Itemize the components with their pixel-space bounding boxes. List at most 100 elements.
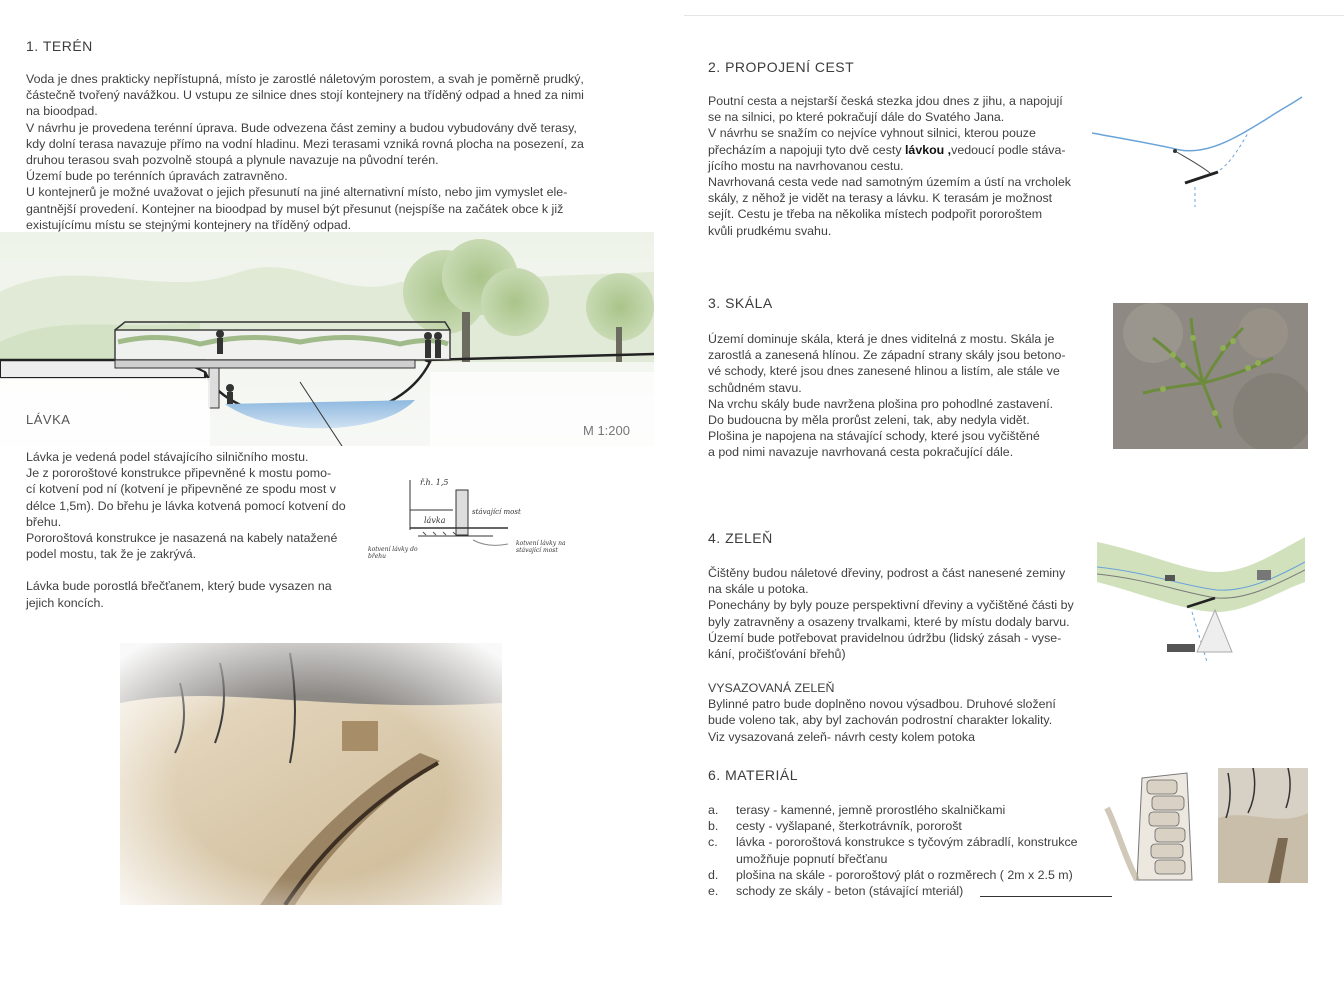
zelen-line: kání, pročišťování břehů) — [708, 647, 846, 662]
section-heading-skala: 3. SKÁLA — [708, 295, 773, 311]
propojeni-line: jícího mostu na navrhovanou cestu. — [708, 158, 904, 173]
material-letter: a. — [708, 803, 719, 817]
lavka-detail-sketch: ř.h. 1,5 lávka stávající most kotvení lá… — [368, 470, 588, 580]
skala-line: Plošina je napojena na stávající schody,… — [708, 429, 1040, 444]
material-item: a. terasy - kamenné, jemně prorostlého sk… — [708, 802, 1100, 818]
skala-line: vé schody, které jsou dnes zanesené hlin… — [708, 364, 1060, 379]
material-item: d. plošina na skále - pororoštový plát o … — [708, 867, 1100, 883]
skala-line: schůdném stavu. — [708, 380, 802, 395]
material-text: cesty - vyšlapané, šterkotrávník, pororo… — [736, 819, 962, 834]
skala-paragraph: Území dominuje skála, která je dnes vidi… — [708, 331, 1100, 461]
vysazovana-paragraph: VYSAZOVANÁ ZELEŇ Bylinné patro bude dopl… — [708, 680, 1100, 745]
zelen-line: byly zatravněny a osazeny trvalkami, kte… — [708, 614, 1070, 629]
lavka-line: cí kotvení pod ní (kotvení je připevněné… — [26, 482, 336, 497]
vysazovana-line: Bylinné patro bude doplněno novou výsadb… — [708, 697, 1056, 712]
lavka-line: Je z pororoštové konstrukce připevněné k… — [26, 466, 332, 481]
section-label-lavka: LÁVKA — [26, 412, 71, 427]
propojeni-line: přecházím a napojuji tyto dvě cesty lávk… — [708, 142, 1090, 158]
teren-paragraph: Voda je dnes prakticky nepřístupná, míst… — [26, 71, 616, 233]
zelen-paragraph: Čištěny budou náletové dřeviny, podrost … — [708, 565, 1100, 662]
propojeni-line-pre: přecházím a napojuji tyto dvě cesty — [708, 142, 905, 157]
section-heading-propojeni: 2. PROPOJENÍ CEST — [708, 59, 855, 75]
vysazovana-heading: VYSAZOVANÁ ZELEŇ — [708, 681, 835, 695]
material-text: plošina na skále - pororoštový plát o ro… — [736, 867, 1073, 882]
propojeni-line: V návrhu se snažím co nejvíce vyhnout si… — [708, 126, 1036, 141]
terrace-wall-svg — [1097, 768, 1212, 883]
sketch-note: stávající most — [472, 508, 521, 516]
lavka-line: břehu. — [26, 514, 62, 529]
zelen-line: Čištěny budou náletové dřeviny, podrost … — [708, 566, 1066, 580]
material-text: lávka - pororoštová konstrukce s tyčovým… — [736, 835, 1078, 866]
section-heading-material: 6. MATERIÁL — [708, 767, 799, 783]
zelen-line: Ponechány by byly pouze perspektivní dře… — [708, 598, 1074, 613]
teren-line: částečně tvořený navážkou. U vstupu ze s… — [26, 88, 584, 103]
rock-fern-svg — [1113, 303, 1308, 449]
skala-line: zarostlá a zanesená hlínou. Ze západní s… — [708, 348, 1066, 363]
skala-line: Území dominuje skála, která je dnes vidi… — [708, 332, 1055, 346]
propojeni-line: Navrhovaná cesta vede nad samotným území… — [708, 175, 1071, 190]
sketch-note: kotvení lávky na stávající most — [516, 540, 566, 554]
teren-line: druhou terasou svah pozvolně stoupá a pl… — [26, 153, 439, 168]
lavka-paragraph: Lávka je vedená podel stávajícího silnič… — [26, 449, 386, 611]
bridge-section-svg — [0, 232, 655, 528]
teren-line: V návrhu je provedena terénní úprava. Bu… — [26, 120, 577, 135]
skala-line: Do budoucna by měla prorůst zeleni, tak,… — [708, 413, 1030, 428]
material-item: e. schody ze skály - beton (stávající mte… — [708, 883, 1100, 899]
sketch-note: ř.h. 1,5 — [420, 478, 449, 487]
model-photo-svg — [120, 643, 502, 905]
lavka-line: podel mostu, tak že je zakrývá. — [26, 547, 197, 562]
propojeni-paragraph: Poutní cesta a nejstarší česká stezka jd… — [708, 93, 1090, 239]
propojeni-line: se na silnici, po které pokračují dále d… — [708, 110, 1005, 125]
propojeni-line-bold: lávkou , — [904, 142, 952, 157]
lavka-line: délce 1,5m). Do břehu je lávka kotvená p… — [26, 498, 346, 513]
material-text: terasy - kamenné, jemně prorostlého skal… — [736, 803, 1006, 817]
lavka-line — [26, 562, 386, 578]
greenery-plan — [1096, 532, 1306, 667]
sketch-note: kotvení lávky do břehu — [368, 546, 418, 560]
material-item: c. lávka - pororoštová konstrukce s tyčov… — [708, 834, 1100, 866]
material-list: a. terasy - kamenné, jemně prorostlého sk… — [708, 802, 1100, 899]
rock-fern-photo — [1113, 303, 1308, 449]
bridge-section-drawing — [0, 232, 655, 528]
steps-model-photo — [1218, 768, 1308, 883]
propojeni-line: Poutní cesta a nejstarší česká stezka jd… — [708, 94, 1063, 108]
route-diagram — [1090, 95, 1305, 210]
vysazovana-line: Viz vysazovaná zeleň- návrh cesty kolem … — [708, 729, 975, 744]
sketch-svg — [409, 480, 509, 546]
teren-line: existujícímu místu se stejnými kontejner… — [26, 217, 352, 232]
material-text: schody ze skály - beton (stávající mteri… — [736, 884, 964, 899]
teren-line: na bioodpad. — [26, 104, 98, 119]
section-heading-zelen: 4. ZELEŇ — [708, 530, 773, 546]
lavka-line: Lávka bude porostlá břečťanem, který bud… — [26, 579, 332, 594]
zelen-line: na skále u potoka. — [708, 582, 809, 597]
lavka-line: jejich koncích. — [26, 595, 104, 610]
model-photo — [120, 643, 502, 905]
material-letter: c. — [708, 835, 718, 850]
vysazovana-line: bude voleno tak, aby byl zachován podros… — [708, 713, 1053, 728]
underline-stroke — [980, 896, 1112, 897]
propojeni-line-post: vedoucí podle stáva- — [951, 142, 1066, 157]
teren-line: Území bude po terénních úpravách zatravn… — [26, 169, 288, 184]
greenery-plan-svg — [1096, 532, 1306, 667]
material-letter: b. — [708, 819, 719, 834]
material-item: b. cesty - vyšlapané, šterkotrávník, poro… — [708, 818, 1100, 834]
zelen-line: Území bude potřebovat pravidelnou údržbu… — [708, 630, 1062, 645]
propojeni-line: sejít. Cestu je třeba na několika místec… — [708, 207, 1043, 222]
propojeni-line: skály, z něhož je vidět na terasy a lávk… — [708, 191, 1053, 206]
lavka-line: Pororoštová konstrukce je nasazená na ka… — [26, 531, 338, 546]
teren-line: U kontejnerů je možné uvažovat o jejich … — [26, 185, 568, 200]
material-letter: d. — [708, 867, 719, 882]
route-diagram-svg — [1091, 96, 1303, 207]
teren-line: Voda je dnes prakticky nepřístupná, míst… — [26, 72, 584, 86]
skala-line: a pod nimi navazuje navrhovaná cesta pok… — [708, 445, 1014, 460]
lavka-line: Lávka je vedená podel stávajícího silnič… — [26, 450, 309, 464]
page-divider — [684, 15, 1344, 16]
terrace-wall-drawing — [1097, 768, 1212, 883]
steps-model-svg — [1218, 768, 1308, 883]
teren-line: kdy dolní terasa navazuje přímo na vodní… — [26, 136, 584, 151]
teren-line: gantnější provedení. Kontejner na bioodp… — [26, 201, 564, 216]
material-letter: e. — [708, 884, 719, 899]
section-heading-teren: 1. TERÉN — [26, 38, 93, 54]
propojeni-line: kvůli prudkému svahu. — [708, 223, 832, 238]
sketch-note: lávka — [424, 516, 446, 525]
